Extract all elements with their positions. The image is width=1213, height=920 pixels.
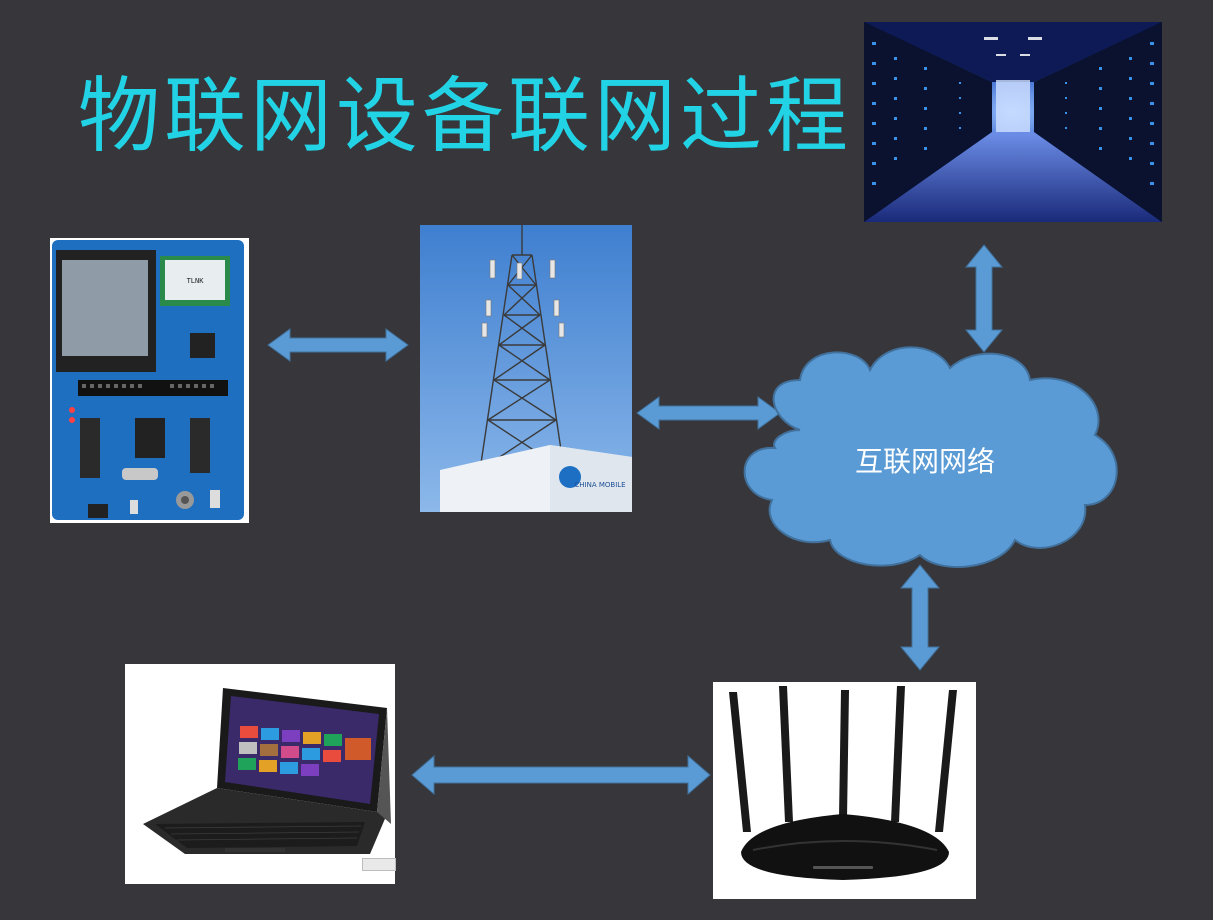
arrow-tablet-router [411, 754, 711, 796]
router-image [713, 682, 976, 899]
wifi-router-icon [713, 682, 976, 899]
internet-cloud [743, 346, 1118, 568]
arrow-tower-cloud [636, 396, 781, 430]
arrow-cloud-router [899, 564, 941, 671]
svg-text:CHINA MOBILE: CHINA MOBILE [574, 481, 625, 489]
tablet-image [125, 664, 395, 884]
svg-text:TLNK: TLNK [187, 277, 205, 285]
arrow-server-cloud [964, 244, 1004, 353]
dev-board-icon: TLNK [50, 238, 249, 523]
tablet-icon [125, 664, 395, 884]
dev-board-image: TLNK [50, 238, 249, 523]
cell-tower-image: CHINA MOBILE [420, 225, 632, 512]
page-title: 物联网设备联网过程 [78, 69, 853, 164]
cell-tower-icon: CHINA MOBILE [420, 225, 632, 512]
tablet-sticker [362, 858, 396, 871]
server-room-icon [864, 22, 1162, 222]
arrow-board-tower [267, 328, 409, 362]
server-room-image [864, 22, 1162, 222]
cloud-label: 互联网网络 [854, 445, 995, 478]
